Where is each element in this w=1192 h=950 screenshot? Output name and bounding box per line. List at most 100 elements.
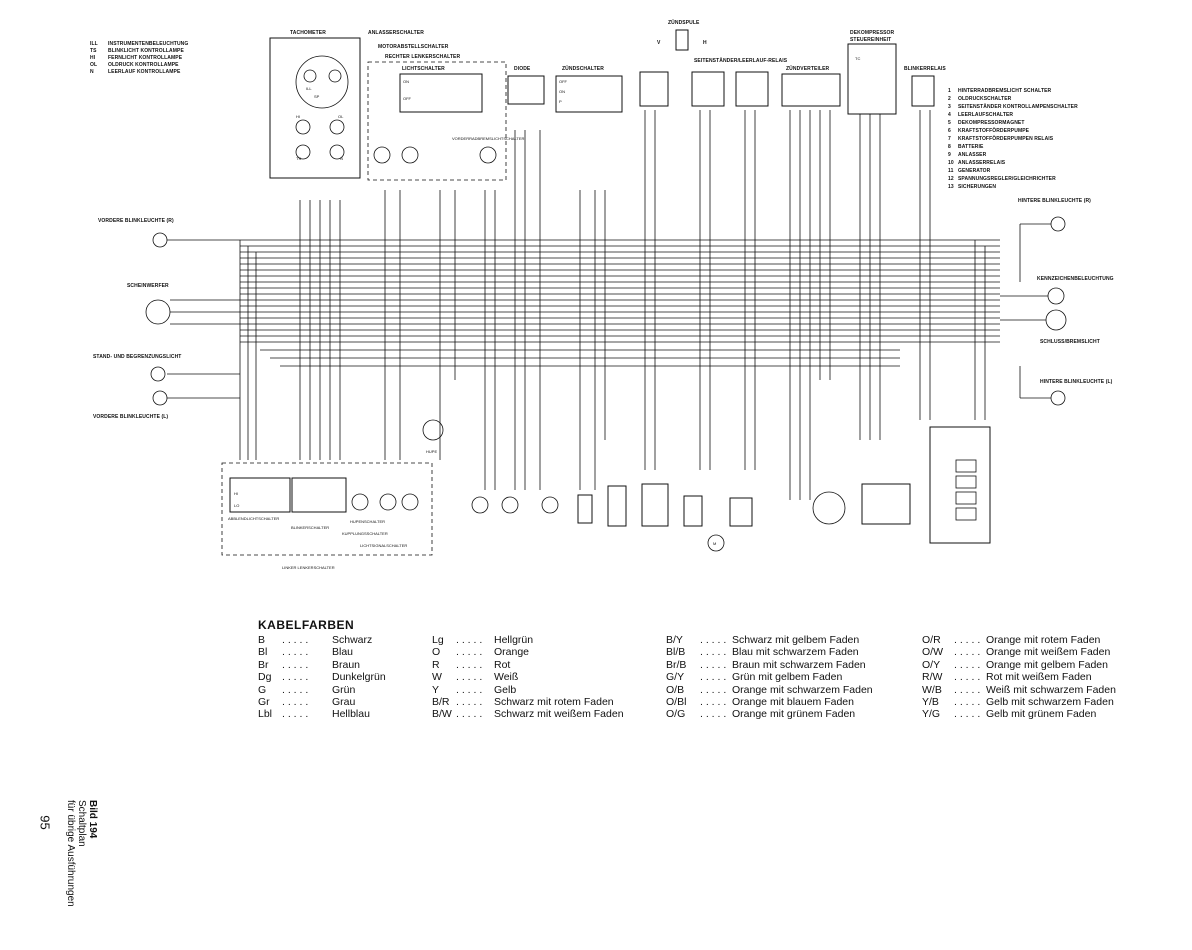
- right-lamps: HINTERE BLINKLEUCHTE (R) KENNZEICHENBELE…: [1000, 198, 1114, 406]
- caption-figure-number: Bild 194: [87, 800, 98, 839]
- tl-code-2: HI: [90, 55, 96, 61]
- color-code: Y/G: [922, 708, 941, 721]
- color-code: B/W: [432, 708, 452, 721]
- color-code: Bl: [258, 646, 268, 659]
- zuendverteiler-label: ZÜNDVERTEILER: [786, 65, 830, 72]
- vbl-r-label: VORDERE BLINKLEUCHTE (R): [98, 218, 174, 224]
- kupplungsschalter-label: KUPPLUNGSSCHALTER: [342, 531, 388, 536]
- color-code: O/G: [666, 708, 686, 721]
- rl-num-2: 3: [948, 104, 951, 110]
- rl-text-6: KRAFTSTOFFÖRDERPUMPEN RELAIS: [958, 135, 1054, 142]
- rl-text-7: BATTERIE: [958, 144, 984, 150]
- zs-on: ON: [559, 89, 565, 94]
- dot-leader: . . . . .: [954, 671, 981, 684]
- dot-leader: . . . . .: [700, 695, 727, 708]
- color-name: Gelb: [494, 683, 517, 696]
- dot-leader: . . . . .: [954, 646, 981, 659]
- steuereinheit-label: STEUEREINHEIT: [850, 37, 891, 43]
- dot-leader: . . . . .: [700, 634, 727, 646]
- color-code: O/B: [666, 683, 685, 696]
- rl-text-4: DEKOMPRESSORMAGNET: [958, 120, 1025, 126]
- rl-text-0: HINTERRADBREMSLICHT SCHALTER: [958, 88, 1052, 94]
- rl-text-2: SEITENSTÄNDER KONTROLLAMPENSCHALTER: [958, 103, 1078, 110]
- color-name: Grau: [332, 695, 356, 708]
- color-name: Braun mit schwarzem Faden: [732, 658, 866, 671]
- rl-text-9: ANLASSERRELAIS: [958, 160, 1006, 166]
- dot-leader: . . . . .: [954, 695, 981, 708]
- color-code: Br/B: [666, 658, 687, 671]
- kennzeichen-label: KENNZEICHENBELEUCHTUNG: [1037, 276, 1114, 282]
- motorabstellschalter-label: MOTORABSTELLSCHALTER: [378, 44, 449, 50]
- lichtschalter-off: OFF: [403, 96, 412, 101]
- tl-text-3: OLDRUCK KONTROLLAMPE: [108, 62, 179, 68]
- color-code: Bl/B: [666, 646, 686, 659]
- bottom-components: HI LO ABBLENDLICHTSCHALTER BLINKERSCHALT…: [221, 419, 991, 570]
- seitenstaender-relais-label: SEITENSTÄNDER/LEERLAUF-RELAIS: [694, 57, 788, 64]
- dot-leader: . . . . .: [456, 671, 483, 684]
- rechter-lenkerschalter-label: RECHTER LENKERSCHALTER: [385, 54, 460, 60]
- dot-leader: . . . . .: [456, 708, 483, 721]
- color-name: Dunkelgrün: [332, 671, 386, 684]
- hi-label: HI: [296, 114, 300, 119]
- color-name: Orange mit weißem Faden: [986, 646, 1111, 659]
- color-code: W: [432, 671, 442, 684]
- color-code: W/B: [922, 683, 942, 696]
- abblendlichtschalter-label: ABBLENDLICHTSCHALTER: [228, 516, 279, 521]
- color-name: Gelb mit schwarzem Faden: [986, 695, 1114, 708]
- ol-label: OL: [338, 114, 344, 119]
- dot-leader: . . . . .: [954, 683, 981, 696]
- rl-num-8: 9: [948, 152, 951, 158]
- linker-lenkerschalter-label: LINKER LENKERSCHALTER: [282, 565, 335, 570]
- rl-num-3: 4: [948, 112, 951, 118]
- zuendspule-label: ZÜNDSPULE: [668, 19, 700, 26]
- lichtschalter-on: ON: [403, 79, 409, 84]
- color-code: Lg: [432, 634, 444, 646]
- rl-num-5: 6: [948, 128, 951, 134]
- color-code: Dg: [258, 671, 272, 684]
- rl-text-5: KRAFTSTOFFÖRDERPUMPE: [958, 127, 1030, 134]
- tl-text-1: BLINKLICHT KONTROLLAMPE: [108, 48, 184, 54]
- dot-leader: . . . . .: [700, 683, 727, 696]
- rl-num-4: 5: [948, 120, 951, 126]
- tc-label: TC: [855, 56, 860, 61]
- dot-leader: . . . . .: [954, 708, 981, 721]
- color-name: Schwarz mit rotem Faden: [494, 695, 614, 708]
- color-code: R: [432, 658, 440, 671]
- color-code: O/W: [922, 646, 943, 659]
- scheinwerfer-label: SCHEINWERFER: [127, 283, 169, 289]
- hupenschalter-label: HUPENSCHALTER: [350, 519, 385, 524]
- color-name: Blau: [332, 646, 354, 659]
- zuendspule-h: H: [703, 40, 707, 46]
- rl-num-7: 8: [948, 144, 951, 150]
- dot-leader: . . . . .: [282, 634, 309, 646]
- rl-text-8: ANLASSER: [958, 152, 987, 158]
- dot-leader: . . . . .: [282, 671, 309, 684]
- dot-leader: . . . . .: [456, 646, 483, 659]
- scanned-page: ILL INSTRUMENTENBELEUCHTUNG TS BLINKLICH…: [37, 19, 1116, 907]
- right-legend: 1 HINTERRADBREMSLICHT SCHALTER 2 OLDRUCK…: [948, 88, 1078, 190]
- dot-leader: . . . . .: [456, 695, 483, 708]
- blinkerrelais-label: BLINKERRELAIS: [904, 66, 946, 72]
- rl-text-12: SICHERUNGEN: [958, 184, 996, 190]
- color-code: G: [258, 683, 267, 696]
- color-code: R/W: [922, 671, 943, 684]
- color-name: Blau mit schwarzem Faden: [732, 646, 859, 659]
- rl-text-1: OLDRUCKSCHALTER: [958, 96, 1012, 102]
- color-name: Orange mit rotem Faden: [986, 634, 1101, 646]
- tl-code-4: N: [90, 69, 94, 75]
- tl-code-0: ILL: [90, 41, 98, 47]
- rl-text-10: GENERATOR: [958, 168, 991, 174]
- top-left-legend: ILL INSTRUMENTENBELEUCHTUNG TS BLINKLICH…: [90, 41, 188, 75]
- color-code: G/Y: [666, 671, 685, 684]
- color-code: Br: [258, 658, 269, 671]
- dot-leader: . . . . .: [282, 695, 309, 708]
- color-name: Rot: [494, 658, 511, 671]
- tl-text-2: FERNLICHT KONTROLLAMPE: [108, 55, 183, 61]
- tl-text-0: INSTRUMENTENBELEUCHTUNG: [108, 41, 188, 47]
- n-label: N: [340, 156, 343, 161]
- schluss-bremslicht-label: SCHLUSS/BREMSLICHT: [1040, 339, 1100, 345]
- color-name: Schwarz: [332, 634, 373, 646]
- left-lamps: VORDERE BLINKLEUCHTE (R) SCHEINWERFER ST…: [93, 218, 240, 420]
- color-name: Weiß mit schwarzem Faden: [986, 683, 1116, 696]
- dot-leader: . . . . .: [282, 658, 309, 671]
